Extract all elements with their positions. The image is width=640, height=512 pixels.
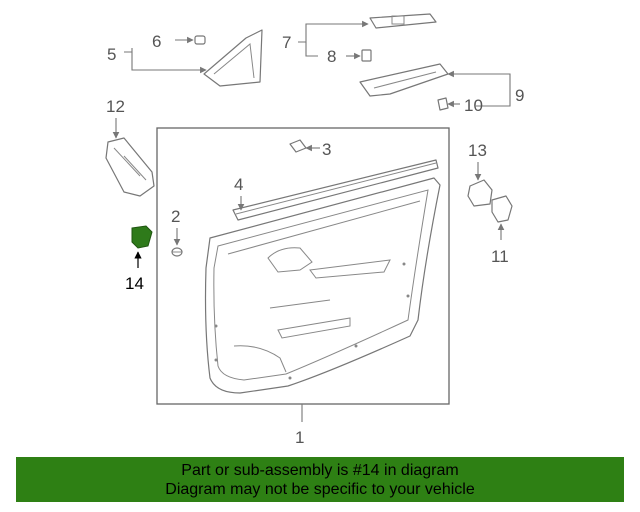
- footer-notice-banner: Part or sub-assembly is #14 in diagram D…: [16, 457, 624, 502]
- callout-14: 14: [125, 274, 144, 293]
- footer-line-2: Diagram may not be specific to your vehi…: [165, 481, 475, 498]
- armrest-clip[interactable]: [437, 97, 449, 111]
- callout-8: 8: [327, 47, 336, 66]
- callout-10: 10: [464, 96, 483, 115]
- bezel-clip[interactable]: [361, 49, 372, 62]
- callout-2: 2: [171, 207, 180, 226]
- highlighted-part-14[interactable]: [131, 225, 153, 249]
- callout-9: 9: [515, 86, 524, 105]
- callout-3: 3: [322, 140, 331, 159]
- door-belt-weatherstrip[interactable]: [232, 159, 439, 221]
- callout-1: 1: [295, 428, 304, 447]
- retainer-clip-11[interactable]: [491, 195, 513, 223]
- armrest-upper[interactable]: [359, 63, 449, 97]
- power-window-switch[interactable]: [105, 137, 155, 197]
- garnish-bolt[interactable]: [194, 35, 206, 45]
- callout-5: 5: [107, 45, 116, 64]
- callout-13: 13: [468, 141, 487, 160]
- callout-6: 6: [152, 32, 161, 51]
- switch-bezel[interactable]: [369, 13, 437, 29]
- callout-11: 11: [491, 247, 509, 266]
- trim-clip[interactable]: [289, 139, 307, 153]
- door-trim-board[interactable]: [156, 127, 450, 405]
- retainer-clip-13[interactable]: [467, 179, 493, 207]
- callout-7: 7: [282, 33, 291, 52]
- mirror-garnish[interactable]: [203, 29, 263, 87]
- callout-12: 12: [106, 97, 125, 116]
- trim-screw[interactable]: [171, 247, 183, 257]
- footer-line-1: Part or sub-assembly is #14 in diagram: [181, 462, 459, 479]
- callout-4: 4: [234, 175, 243, 194]
